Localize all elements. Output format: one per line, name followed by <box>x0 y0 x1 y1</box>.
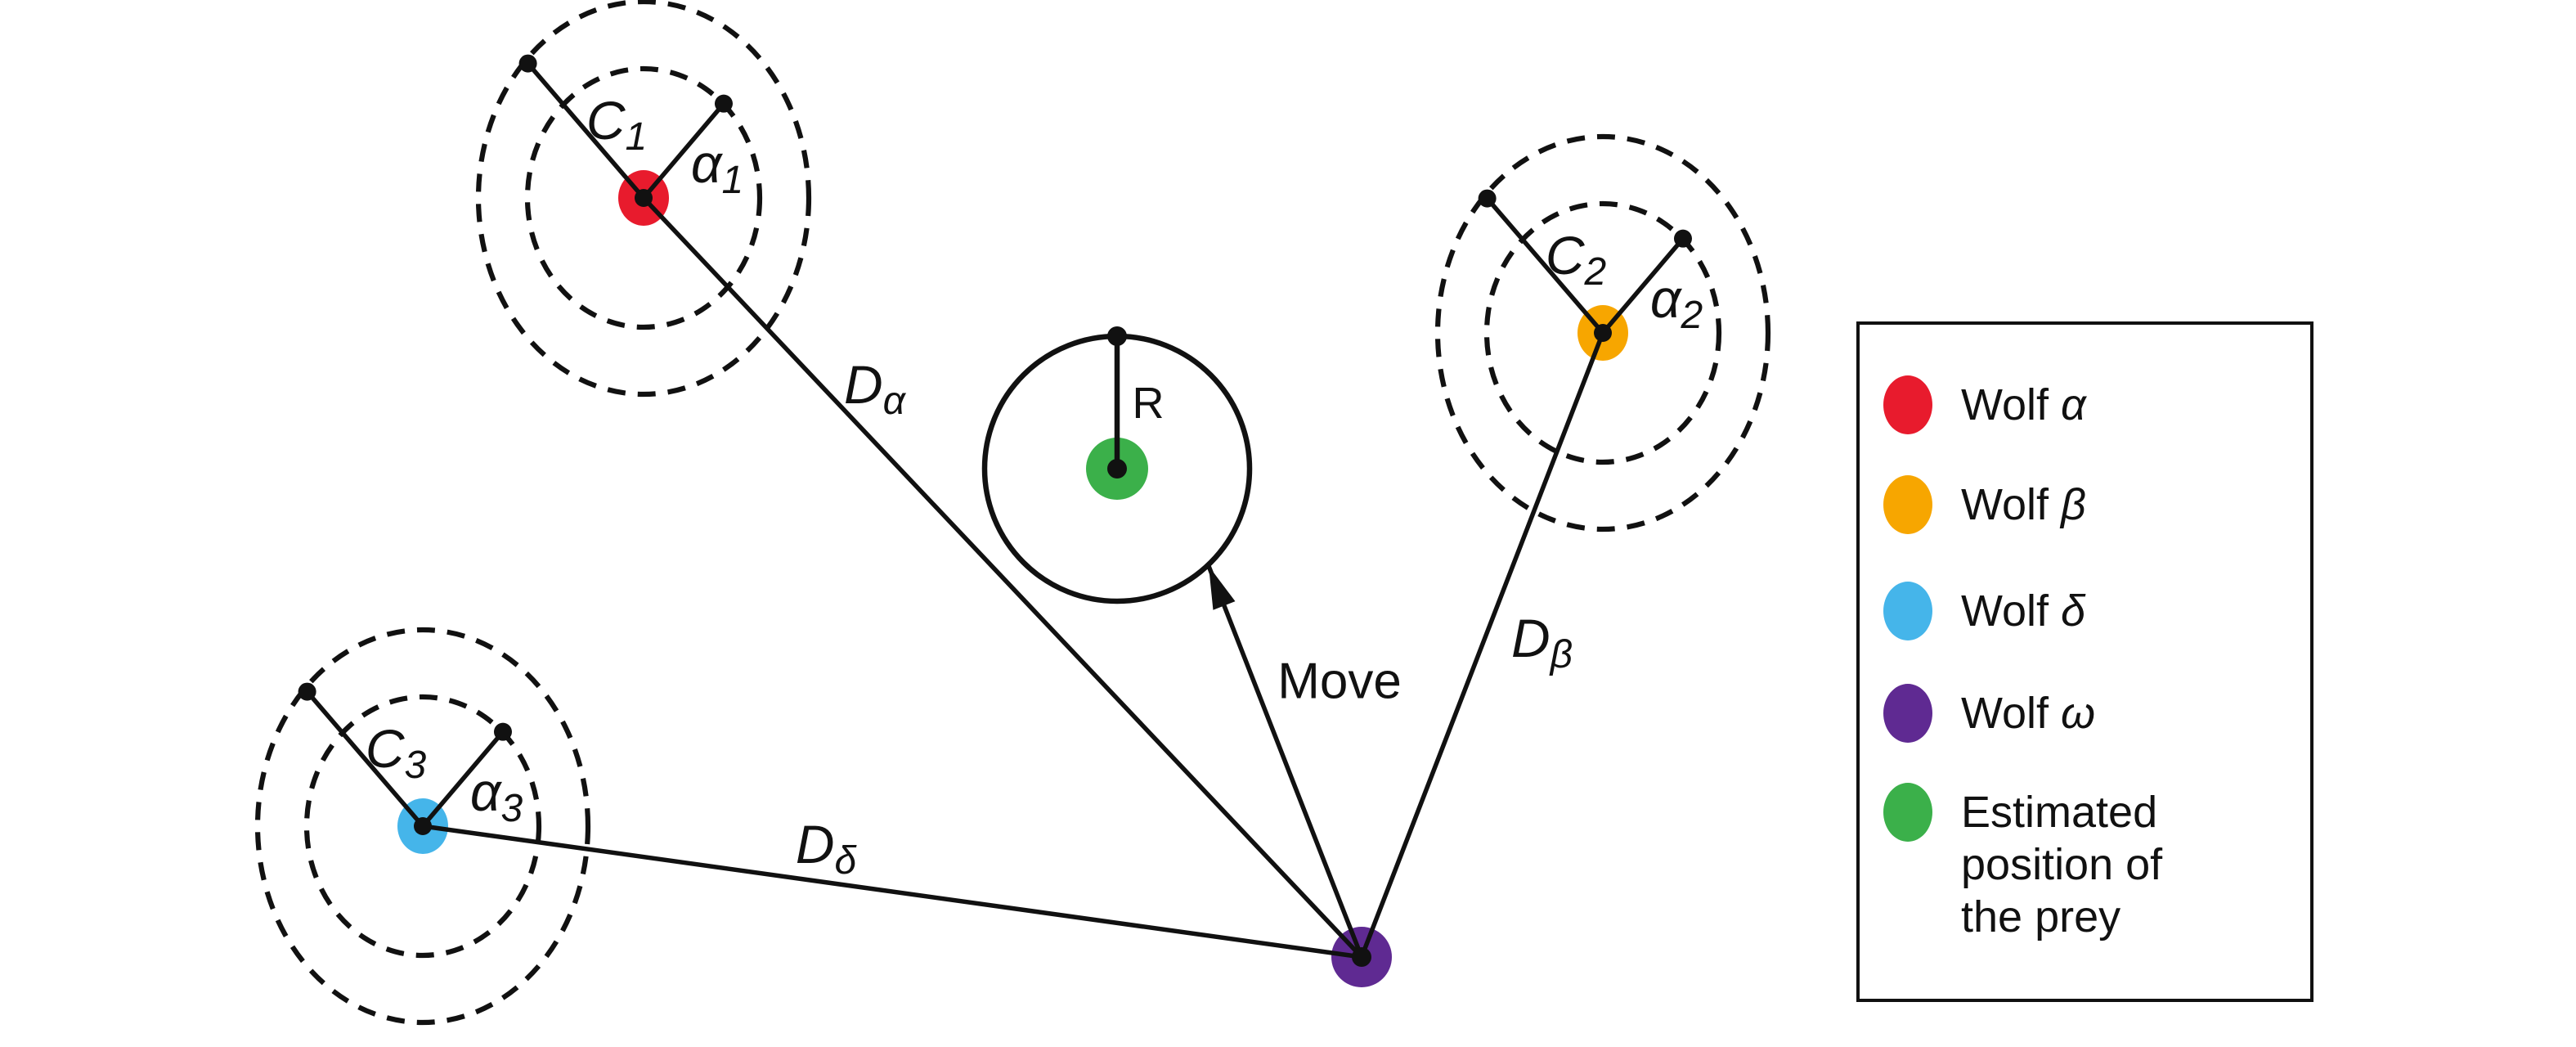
move-label: Move <box>1277 654 1402 710</box>
legend-label-wolf-alpha: Wolf α <box>1961 380 2088 429</box>
arm-inner-dot-alpha <box>714 94 733 113</box>
circle-scale-label-beta: C2 <box>1546 225 1606 294</box>
arm-outer-alpha <box>526 61 646 200</box>
center-dot-omega <box>1352 947 1371 967</box>
arm-outer-beta <box>1485 196 1605 335</box>
legend-label-prey-line1: Estimated <box>1961 788 2157 837</box>
move-line <box>1206 564 1364 959</box>
outer-range-ring-beta <box>1434 133 1771 532</box>
radius-label: R <box>1133 379 1165 428</box>
legend-dot-prey <box>1883 783 1932 842</box>
move-arrowhead <box>1209 566 1236 610</box>
angle-label-delta: α3 <box>470 762 523 830</box>
legend-box <box>1856 321 2313 1002</box>
center-dot-delta <box>414 817 432 835</box>
distance-line-alpha <box>642 196 1363 959</box>
inner-range-ring-delta <box>303 694 542 959</box>
arm-outer-delta <box>305 690 425 828</box>
outer-range-ring-alpha <box>475 0 812 398</box>
legend-dot-wolf-beta <box>1883 475 1932 534</box>
inner-range-ring-beta <box>1483 200 1722 465</box>
center-dot-beta <box>1594 324 1612 342</box>
arm-outer-dot-beta <box>1478 189 1497 208</box>
arm-inner-dot-beta <box>1673 229 1692 248</box>
radius-top-dot <box>1107 326 1127 346</box>
inner-range-ring-alpha <box>524 65 763 330</box>
angle-label-alpha: α1 <box>691 133 743 202</box>
distance-line-delta <box>422 824 1362 959</box>
arm-outer-dot-delta <box>298 682 316 701</box>
distance-label-alpha: Dα <box>844 354 907 423</box>
outer-range-ring-delta <box>254 627 591 1026</box>
circle-scale-label-alpha: C1 <box>586 90 647 159</box>
circle-scale-label-delta: C3 <box>366 718 427 787</box>
legend-label-prey-line2: position of <box>1961 840 2163 889</box>
distance-label-delta: Dδ <box>796 814 858 883</box>
arm-inner-delta <box>420 730 505 828</box>
legend-label-wolf-omega: Wolf ω <box>1961 689 2095 738</box>
center-dot-prey <box>1107 459 1127 479</box>
arm-inner-alpha <box>641 101 726 200</box>
distance-label-beta: Dβ <box>1511 608 1573 676</box>
legend-label-wolf-delta: Wolf δ <box>1961 586 2086 636</box>
arm-outer-dot-alpha <box>518 54 537 73</box>
distance-line-beta <box>1359 332 1605 958</box>
legend-label-wolf-beta: Wolf β <box>1961 480 2086 529</box>
arm-inner-beta <box>1600 236 1685 335</box>
arm-inner-dot-delta <box>493 722 512 741</box>
legend-dot-wolf-delta <box>1883 582 1932 640</box>
legend-dot-wolf-omega <box>1883 684 1932 743</box>
center-dot-alpha <box>635 189 653 207</box>
legend-dot-wolf-alpha <box>1883 375 1932 434</box>
legend-label-prey-line3: the prey <box>1961 892 2120 941</box>
angle-label-beta: α2 <box>1650 268 1703 337</box>
